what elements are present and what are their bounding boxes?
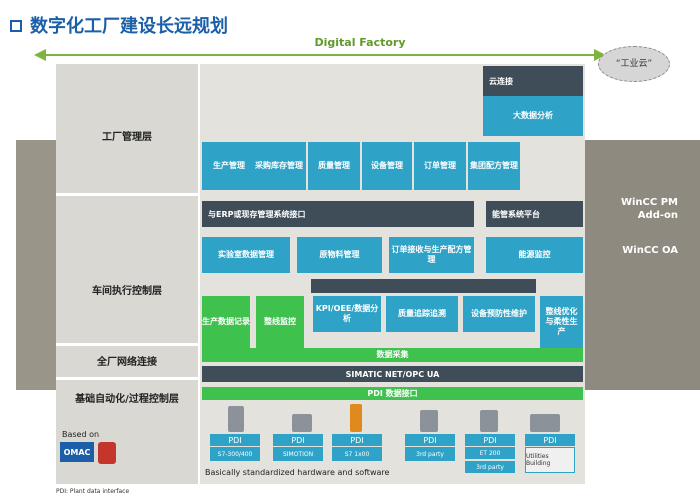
traceability-box: 质量追踪追溯 [386, 296, 458, 332]
simotion-label: SIMOTION [273, 447, 323, 461]
prod-record-box: 生产数据记录 [202, 296, 250, 348]
omac-logo: OMAC [60, 442, 94, 462]
s7-1x00-label: S7 1x00 [332, 447, 382, 461]
energy-monitor-box: 能源监控 [486, 237, 583, 273]
cloud-connect-bar: 云连接 [483, 66, 583, 96]
layer-label-column [56, 64, 198, 484]
procurement-label: 采购库存管理 [255, 161, 303, 170]
line-monitor-box: 整线监控 [256, 296, 304, 348]
prod-mgmt-label: 生产管理 [213, 161, 245, 170]
erp-interface-bar: 与ERP或现存管理系统接口 [202, 201, 474, 227]
based-on-label: Based on [62, 430, 100, 439]
pdi-label: PDI [273, 434, 323, 446]
pdi-label: PDI [210, 434, 260, 446]
prod-mgmt-box: 生产管理 采购库存管理 [202, 142, 306, 190]
layer-label-factory: 工厂管理层 [102, 132, 152, 143]
utility-machine-icon [530, 414, 560, 432]
standardized-caption: Basically standardized hardware and soft… [205, 468, 390, 477]
layer-label-mes: 车间执行控制层 [92, 286, 162, 297]
mid-analysis-bar [311, 279, 536, 293]
materials-box: 原物料管理 [297, 237, 382, 273]
opc-ua-bar: SIMATIC NET/OPC UA [202, 366, 583, 382]
energy-platform-bar: 能管系统平台 [486, 201, 583, 227]
third-party-label: 3rd party [465, 461, 515, 473]
quality-box: 质量管理 [308, 142, 360, 190]
big-data-box: 大数据分析 [483, 96, 583, 136]
orders-box: 订单管理 [414, 142, 466, 190]
et200-label: ET 200 [465, 447, 515, 459]
cloud-label: “工业云” [615, 59, 653, 69]
digital-factory-line [44, 54, 596, 56]
isa-logo-icon [98, 442, 116, 464]
pdi-label: PDI [525, 434, 575, 446]
valve-icon [420, 410, 438, 432]
layer-divider [56, 343, 198, 346]
utilities-label: Utilities Building [525, 447, 575, 473]
equipment-box: 设备管理 [362, 142, 412, 190]
kpi-oee-box: KPI/OEE/数据分析 [313, 296, 381, 332]
motion-device-icon [292, 414, 312, 432]
right-band [585, 140, 700, 390]
left-band [16, 140, 56, 390]
pdi-interface-bar: PDI 数据接口 [202, 387, 583, 400]
layer-label-network: 全厂网络连接 [97, 357, 157, 368]
order-recipe-box: 订单接收与生产配方管理 [389, 237, 474, 273]
wincc-oa-label: WinCC OA [622, 245, 678, 256]
plc-device-icon [228, 406, 244, 432]
pdi-label: PDI [332, 434, 382, 446]
s7-300-label: S7-300/400 [210, 447, 260, 461]
digital-factory-label: Digital Factory [260, 36, 460, 49]
data-collect-bar: 数据采集 [202, 348, 583, 362]
pdi-label: PDI [465, 434, 515, 446]
layer-divider [56, 193, 198, 196]
page-title: 数字化工厂建设长远规划 [30, 16, 228, 37]
lab-data-box: 实验室数据管理 [202, 237, 290, 273]
title-bullet-icon [10, 20, 22, 32]
mixer-icon [480, 410, 498, 432]
arrow-left-icon [34, 49, 46, 61]
layer-label-automation: 基础自动化/过程控制层 [75, 394, 179, 405]
footnote: PDI: Plant data interface [56, 488, 130, 495]
predictive-maint-box: 设备预防性维护 [463, 296, 535, 332]
robot-icon [350, 404, 362, 432]
wincc-pm-label: WinCC PM Add-on [620, 197, 678, 221]
layer-divider [56, 377, 198, 380]
cloud-icon [598, 46, 670, 82]
third-party-label: 3rd party [405, 447, 455, 461]
line-opt-box: 整线优化与柔性生产 [540, 296, 583, 348]
pdi-label: PDI [405, 434, 455, 446]
group-recipe-box: 集团配方管理 [468, 142, 520, 190]
